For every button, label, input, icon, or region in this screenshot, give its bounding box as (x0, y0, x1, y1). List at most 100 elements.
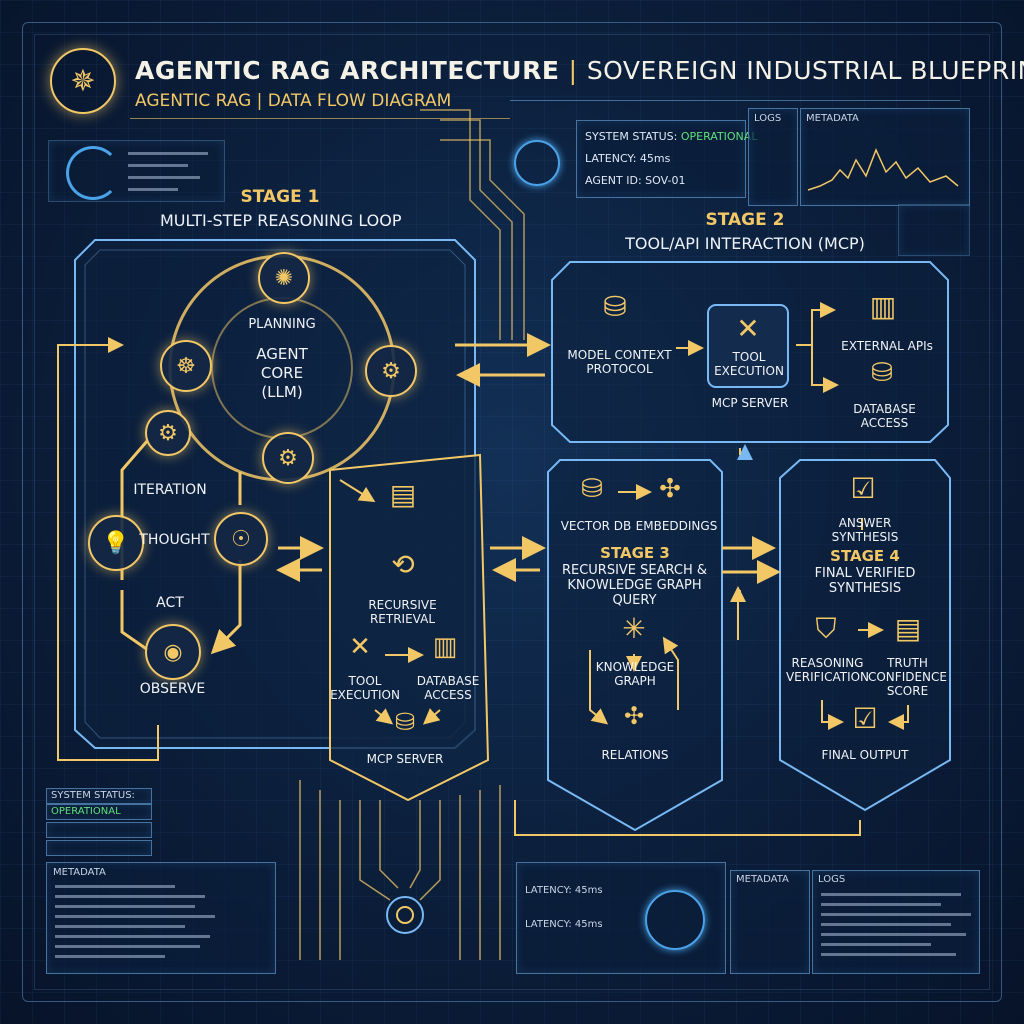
reasoning-verification-label: REASONING VERIFICATION (785, 656, 870, 684)
status-value: OPERATIONAL (680, 130, 758, 143)
tool-execution-label: TOOL EXECUTION (330, 674, 400, 702)
external-apis-label: EXTERNAL APIs (841, 339, 933, 353)
answer-synthesis-label: ANSWER SYNTHESIS (831, 516, 899, 544)
operational-row: OPERATIONAL (46, 804, 152, 820)
table-row (55, 955, 165, 958)
mcp-server-label: MCP SERVER (366, 752, 444, 766)
system-status-label: SYSTEM STATUS: (51, 790, 135, 801)
page-subtitle: AGENTIC RAG | DATA FLOW DIAGRAM (135, 91, 452, 111)
thought-label: THOUGHT (139, 532, 210, 548)
hud-bar (128, 176, 200, 179)
stage3-label: STAGE 3 (600, 544, 670, 562)
log-row (821, 953, 956, 956)
agent-id-readout: AGENT ID: SOV-01 (585, 174, 686, 187)
gauge-ring-icon (66, 146, 120, 200)
embeddings-label: EMBEDDINGS (635, 519, 718, 533)
agent-core-label: AGENT CORE (LLM) (256, 345, 308, 401)
tool-execution-label: TOOL EXECUTION (714, 350, 784, 378)
stage1-title: MULTI-STEP REASONING LOOP (160, 211, 402, 230)
table-row (55, 885, 175, 888)
table-row (55, 935, 210, 938)
page-title: AGENTIC RAG ARCHITECTURE | SOVEREIGN IND… (135, 56, 1024, 85)
documents-icon: ▤ (389, 478, 417, 511)
database-icon: ⛁ (871, 358, 893, 388)
relations-label: RELATIONS (601, 748, 669, 762)
circuit-node-icon (386, 896, 424, 934)
observe-label: OBSERVE (139, 681, 206, 697)
brain-planning-icon: ✺ (258, 252, 310, 304)
act-label: ACT (156, 595, 184, 611)
metadata-label: METADATA (806, 113, 859, 124)
iteration-label: ITERATION (133, 482, 207, 498)
logs-panel: LOGS (748, 108, 798, 206)
knowledge-graph-label: KNOWLEDGE GRAPH (595, 660, 675, 688)
gear-icon: ⚙ (262, 432, 314, 484)
inner-frame (34, 34, 990, 990)
server-icon: ▥ (869, 290, 897, 323)
head-network-icon: ☸ (160, 340, 212, 392)
status-label: SYSTEM STATUS: (585, 130, 678, 143)
table-row (55, 915, 215, 918)
wrench-tools-icon: ✕ (349, 632, 371, 662)
gear-small-icon: ⚙ (145, 410, 191, 456)
outer-frame (22, 22, 1002, 1002)
embeddings-network-icon: ✣ (659, 474, 681, 504)
hud-bar (128, 152, 208, 155)
metadata-label: METADATA (736, 874, 789, 885)
title-tail: SOVEREIGN INDUSTRIAL BLUEPRINT (586, 56, 1024, 85)
header-rule (130, 118, 510, 119)
stage3-title: RECURSIVE SEARCH & KNOWLEDGE GRAPH QUERY (561, 563, 708, 608)
database-access-label: DATABASE ACCESS (853, 402, 916, 430)
log-row (821, 933, 966, 936)
status-row: SYSTEM STATUS: (46, 788, 152, 804)
database-stack-icon: ⛁ (603, 290, 627, 323)
table-row (55, 925, 185, 928)
knowledge-graph-icon: ✳ (622, 612, 646, 645)
final-output-label: FINAL OUTPUT (821, 748, 909, 762)
wrench-tools-icon: ✕ (736, 312, 760, 345)
lightbulb-icon: 💡 (88, 515, 144, 571)
server-icon: ▥ (432, 632, 458, 662)
table-row (55, 905, 195, 908)
database-icon: ⛁ (394, 708, 416, 736)
hud-bar (128, 188, 178, 191)
system-status-panel: SYSTEM STATUS: OPERATIONAL LATENCY: 45ms… (576, 120, 757, 198)
radar-icon (514, 140, 560, 186)
stage2-title: TOOL/API INTERACTION (MCP) (625, 234, 865, 253)
header-rule-right (510, 100, 960, 101)
metadata-panel: METADATA (800, 108, 970, 206)
mcp-server-core (707, 304, 789, 388)
circuit-traces (299, 780, 501, 960)
logs-label: LOGS (818, 874, 846, 885)
recursive-retrieval-label: RECURSIVE RETRIEVAL (368, 598, 437, 626)
stage4-title: FINAL VERIFIED SYNTHESIS (814, 566, 916, 596)
relations-graph-icon: ✣ (623, 702, 645, 730)
head-thought-icon: ☉ (214, 512, 268, 566)
title-main: AGENTIC RAG ARCHITECTURE (135, 56, 560, 85)
metadata-panel-bottom: METADATA (730, 870, 810, 974)
latency-readout: LATENCY: 45ms (525, 919, 603, 930)
document-check-icon: ▤ (894, 612, 922, 645)
eye-icon: ◉ (145, 624, 201, 680)
log-row (821, 893, 961, 896)
status-row-blank (46, 840, 152, 856)
table-row (55, 895, 205, 898)
metadata-sparkline (807, 148, 959, 191)
brain-cycle-icon: ⟲ (391, 548, 415, 581)
metadata-table-label: METADATA (53, 867, 106, 878)
shield-check-icon: ⛉ (815, 612, 837, 645)
stage2-label: STAGE 2 (705, 210, 785, 230)
log-row (821, 923, 951, 926)
status-row-blank (46, 822, 152, 838)
radar-target-icon (645, 890, 705, 950)
retrieval-panel (329, 453, 490, 802)
truth-confidence-label: TRUTH CONFIDENCE SCORE (867, 656, 947, 698)
logs-label: LOGS (754, 113, 782, 124)
mcp-server-label: MCP SERVER (711, 396, 789, 410)
final-output-check-icon: ☑ (852, 702, 878, 735)
logs-panel-bottom: LOGS (812, 870, 980, 974)
hud-bar (128, 164, 188, 167)
latency-readout: LATENCY: 45ms (525, 885, 603, 896)
outer-feedback-loop (57, 337, 159, 761)
